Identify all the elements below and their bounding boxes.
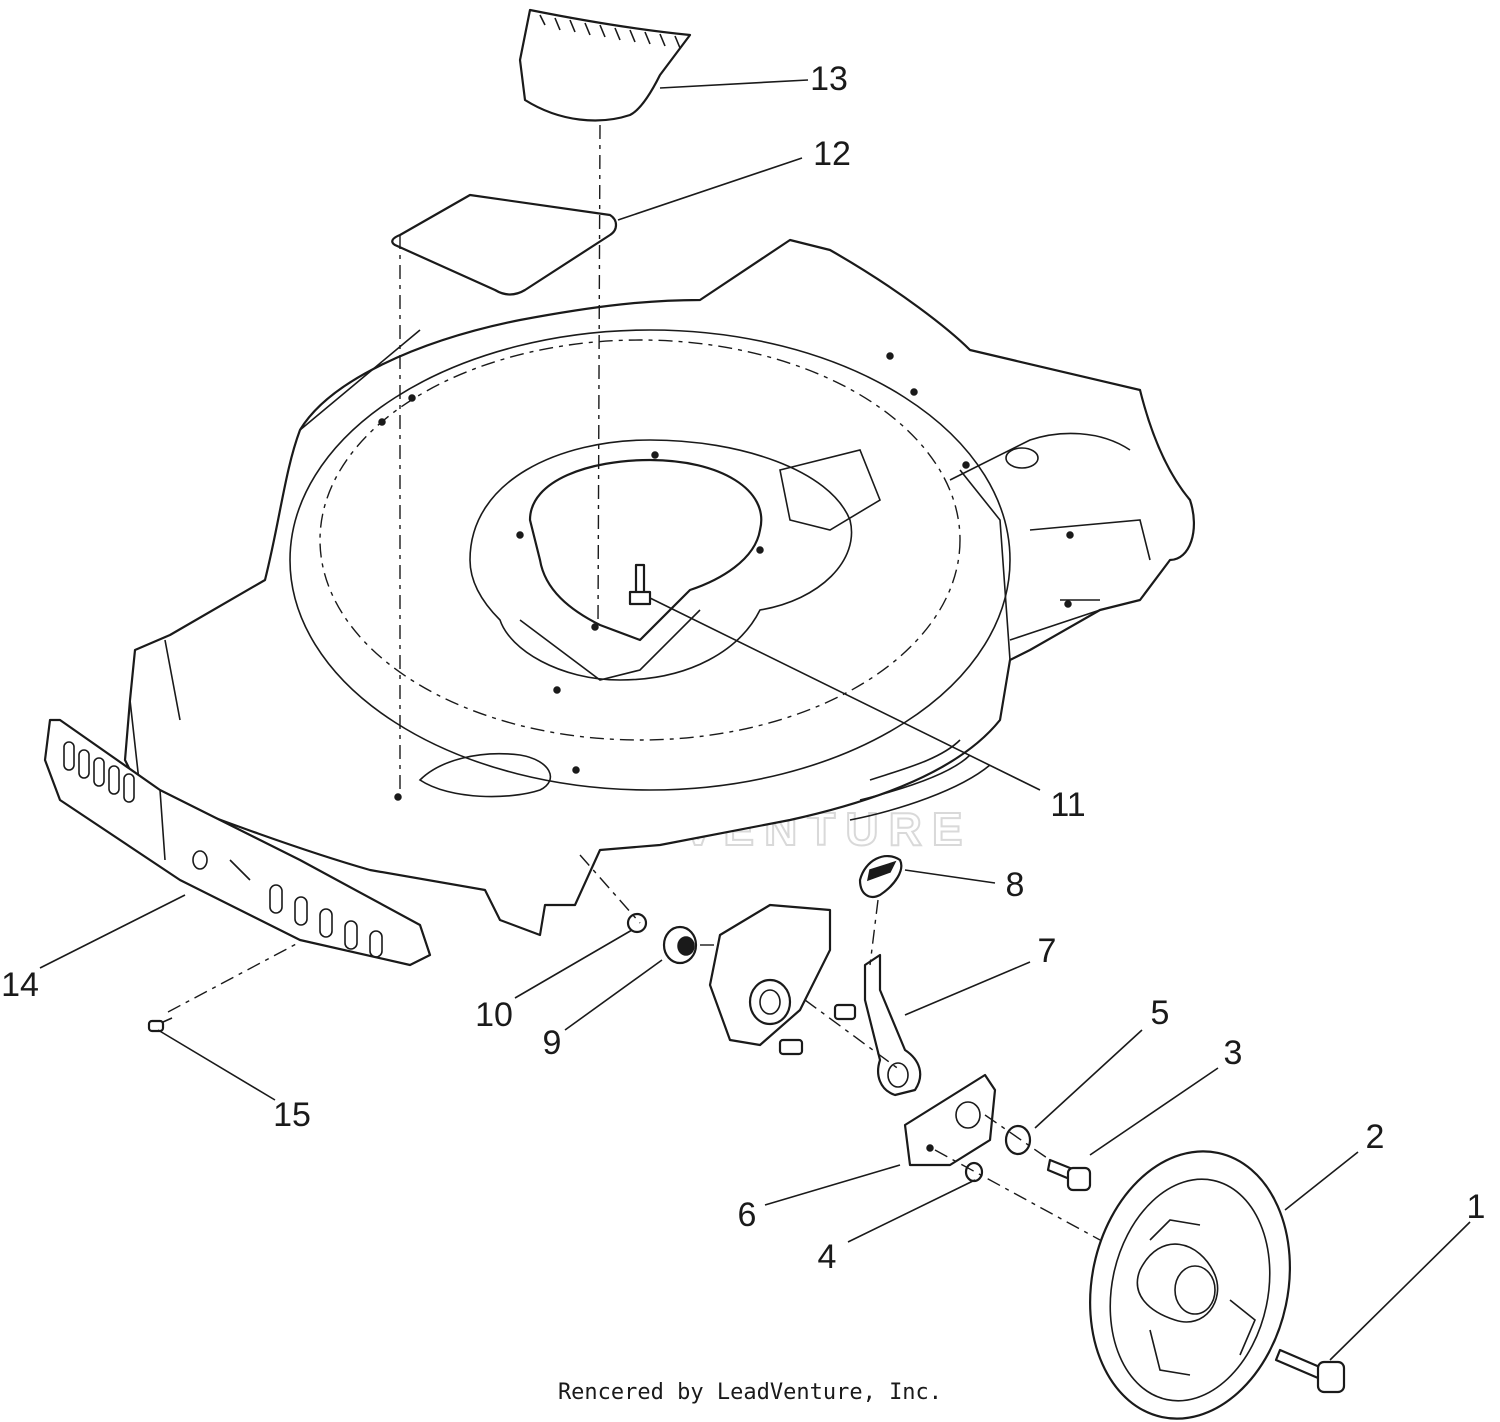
rear-bracket xyxy=(779,449,881,531)
callout-2: 2 xyxy=(1366,1118,1385,1156)
deck-rim-dashed xyxy=(319,339,961,741)
deck-rib-lines xyxy=(849,739,991,821)
engine-mount-ring xyxy=(469,439,853,681)
part-9-bushing xyxy=(662,925,698,965)
part-13-cover xyxy=(518,8,692,122)
callout-12: 12 xyxy=(813,135,851,173)
part-14-bumper xyxy=(43,718,432,967)
part-7-lever xyxy=(863,953,922,1097)
callout-14: 14 xyxy=(1,966,39,1004)
side-skirt xyxy=(949,432,1131,661)
deck-rim xyxy=(289,329,1011,791)
part-1-bolt xyxy=(1274,1348,1346,1394)
deck-holes xyxy=(378,352,1074,801)
callout-11: 11 xyxy=(1050,786,1085,824)
part-10-nut xyxy=(626,912,648,934)
part-3-bolt xyxy=(1046,1158,1092,1192)
callout-13: 13 xyxy=(810,60,848,98)
chute-channel xyxy=(519,609,701,681)
part-6-bracket xyxy=(903,1073,997,1167)
part-4-washer xyxy=(964,1161,984,1183)
callout-5: 5 xyxy=(1151,994,1170,1032)
callout-4: 4 xyxy=(818,1238,837,1276)
part-8-knob xyxy=(858,854,903,898)
side-details xyxy=(1009,519,1151,641)
leader-lines xyxy=(39,79,1471,1361)
mower-deck xyxy=(123,238,1195,937)
credit-text: Rencered by LeadVenture, Inc. xyxy=(557,1380,943,1405)
bumper-vents xyxy=(63,741,383,958)
part-2-wheel xyxy=(1089,1150,1291,1420)
front-pad xyxy=(418,752,552,798)
callout-7: 7 xyxy=(1038,932,1057,970)
adjust-knob-hole xyxy=(1005,447,1039,469)
callout-1: 1 xyxy=(1467,1188,1486,1226)
assembly-lines xyxy=(167,124,1101,1241)
callout-10: 10 xyxy=(475,996,513,1034)
callout-3: 3 xyxy=(1224,1034,1243,1072)
part-5-washer xyxy=(1004,1124,1032,1156)
engine-opening xyxy=(528,458,763,642)
part-12-plate xyxy=(391,193,618,296)
callouts: 1 2 3 4 5 6 7 8 9 10 11 12 13 14 15 xyxy=(1,60,1485,1276)
callout-6: 6 xyxy=(738,1196,757,1234)
part-15-screw xyxy=(147,1017,173,1033)
callout-15: 15 xyxy=(273,1096,311,1134)
height-adjuster-plate xyxy=(708,903,857,1056)
callout-9: 9 xyxy=(543,1024,562,1062)
callout-8: 8 xyxy=(1006,866,1025,904)
part-11-bolt xyxy=(628,563,652,606)
